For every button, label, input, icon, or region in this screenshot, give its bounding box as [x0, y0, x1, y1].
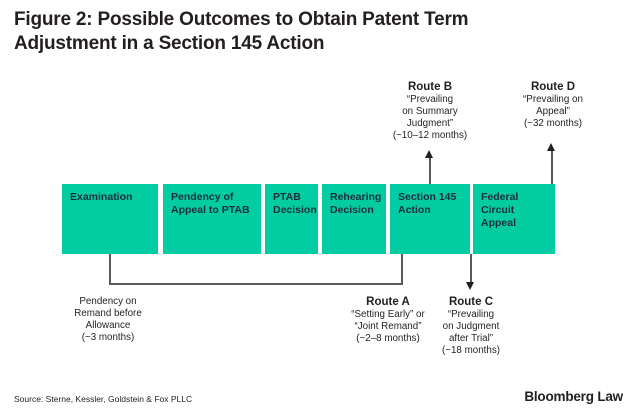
remand-bracket-right-line — [401, 254, 403, 285]
stage-federal-circuit-appeal-label: Federal Circuit Appeal — [481, 191, 519, 229]
remand-bracket-left-line — [109, 254, 111, 285]
route-b-arrow-line — [429, 157, 431, 184]
route-b-description: “Prevailing on Summary Judgment” (~10–12… — [392, 94, 468, 141]
bloomberg-law-logo: Bloomberg Law — [524, 389, 623, 404]
route-b-name: Route B — [407, 81, 453, 93]
route-d-label: Route D “Prevailing on Appeal” (~32 mont… — [488, 80, 618, 130]
stage-ptab-decision: PTAB Decision — [265, 184, 318, 254]
stage-ptab-decision-label: PTAB Decision — [273, 191, 317, 216]
route-d-name: Route D — [530, 81, 576, 93]
route-d-description: “Prevailing on Appeal” (~32 months) — [523, 94, 583, 129]
route-b-label: Route B “Prevailing on Summary Judgment”… — [365, 80, 495, 142]
route-b-up-arrow-icon — [425, 150, 433, 158]
route-d-up-arrow-icon — [547, 143, 555, 151]
stage-pendency-of-appeal-to-ptab: Pendency of Appeal to PTAB — [163, 184, 261, 254]
figure-title: Figure 2: Possible Outcomes to Obtain Pa… — [14, 9, 469, 54]
stage-rehearing-decision-label: Rehearing Decision — [330, 191, 382, 216]
route-c-description: “Prevailing on Judgment after Trial” (~1… — [442, 309, 500, 356]
route-c-down-arrow-icon — [466, 282, 474, 290]
stage-examination: Examination — [62, 184, 158, 254]
route-c-name: Route C — [448, 296, 494, 308]
stage-federal-circuit-appeal: Federal Circuit Appeal — [473, 184, 555, 254]
stage-section-145-action-label: Section 145 Action — [398, 191, 457, 216]
remand-note: Pendency on Remand before Allowance (~3 … — [74, 296, 142, 343]
stage-examination-label: Examination — [70, 191, 133, 203]
route-a-name: Route A — [366, 296, 410, 308]
route-c-label: Route C “Prevailing on Judgment after Tr… — [406, 295, 536, 357]
route-a-description: “Setting Early” or “Joint Remand” (~2–8 … — [351, 309, 425, 344]
route-d-arrow-line — [551, 150, 553, 184]
source-credit: Source: Sterne, Kessler, Goldstein & Fox… — [14, 394, 193, 404]
stage-section-145-action: Section 145 Action — [390, 184, 470, 254]
stage-pendency-of-appeal-to-ptab-label: Pendency of Appeal to PTAB — [171, 191, 250, 216]
stage-rehearing-decision: Rehearing Decision — [322, 184, 386, 254]
route-c-arrow-line — [470, 254, 472, 283]
remand-bracket-bottom-line — [109, 283, 403, 285]
route-a-label: Route A “Setting Early” or “Joint Remand… — [323, 295, 453, 345]
